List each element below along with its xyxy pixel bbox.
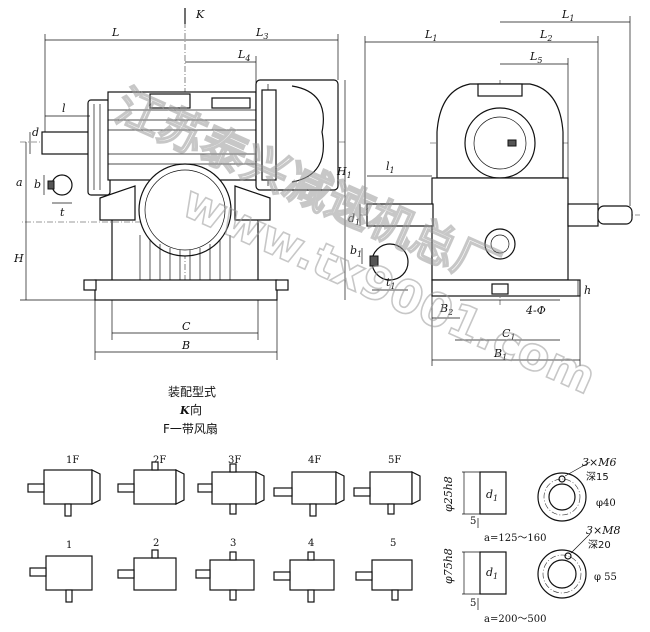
large-pcd: φ 55 [594,572,617,583]
dim-t: t [60,206,65,219]
output-shaft-right [597,205,633,225]
assembly-5F: 5F [353,455,421,515]
lower-ribs [139,235,231,280]
top-vent [149,93,191,109]
svg-text:5F: 5F [388,455,401,466]
dim-L3: L3 [255,26,268,41]
keyway-section [51,174,73,196]
captions: 装配型式 K 向 F一带风扇 [163,385,218,436]
assembly-types-no-fan: 1 2 3 4 5 [29,538,413,603]
shaft-detail-large: φ75h8 d1 5 a=200～500 3×M8 深20 φ 55 [442,524,620,625]
assembly-4: 4 [273,538,335,603]
assembly-4F: 4F [273,455,345,517]
assembly-1F: 1F [27,455,101,517]
dim-L: L [111,26,119,39]
small-holes: 3×M6 [582,456,616,469]
assembly-5: 5 [355,538,413,601]
shaft-detail-small: φ25h8 d1 5 a=125～160 3×M6 深15 φ40 [442,456,616,544]
dim-L4: L4 [237,48,250,63]
dim-b: b [34,178,41,191]
large-shaft-d1: d1 [486,566,498,581]
svg-text:5: 5 [390,538,396,549]
dim-B2: B2 [439,302,453,317]
large-shaft-dia: φ75h8 [442,548,455,584]
assembly-2F: 2F [117,455,185,505]
assembly-3: 3 [195,538,255,601]
dim-b1: b1 [350,244,362,259]
side-flange [464,107,536,179]
worm-wheel-housing [138,163,232,257]
large-shaft-range: a=200～500 [484,614,547,625]
base-plate [94,279,278,301]
dim-B1: B1 [493,347,507,362]
dim-C: C [182,320,191,333]
small-pcd: φ40 [596,498,616,509]
large-hole-depth: 深20 [588,539,611,551]
assembly-title: 装配型式 [168,385,216,399]
k-direction-letter: K [179,404,190,417]
dim-C1: C1 [502,327,516,342]
dim-L1: L1 [424,28,437,43]
assembly-types-with-fan: 1F 2F 3F 4F 5F [27,455,421,517]
dim-L1-right: L1 [561,8,574,23]
dim-K: K [195,8,205,21]
dim-t1: t1 [386,276,396,291]
small-shaft-d1: d1 [486,488,498,503]
input-shaft [41,131,91,155]
dim-B: B [181,339,190,352]
svg-text:3: 3 [230,538,236,549]
svg-text:1F: 1F [66,455,79,466]
small-shaft-depth: 5 [470,516,476,527]
small-shaft-range: a=125～160 [484,533,547,544]
k-direction-text: 向 [190,402,202,417]
dim-a: a [16,176,23,189]
dim-bolt-holes: 4-Φ [525,304,546,317]
small-hole-depth: 深15 [586,471,609,483]
front-dimensions [20,8,346,360]
svg-text:4F: 4F [308,455,321,466]
dim-l: l [62,102,66,115]
assembly-2: 2 [117,538,177,591]
large-holes: 3×M8 [586,524,620,537]
dim-l1: l1 [386,160,395,175]
dim-d: d [32,126,39,139]
assembly-1: 1 [29,540,93,603]
dim-H: H [13,252,24,265]
fan-cap [87,99,111,196]
small-shaft-dia: φ25h8 [442,476,455,512]
dim-L2: L2 [539,28,552,43]
svg-text:4: 4 [308,538,314,549]
dim-L5: L5 [529,50,542,65]
svg-text:2F: 2F [153,455,166,466]
front-view: L K L3 L4 l d a b t H H1 C B [13,8,352,360]
side-dimensions [359,16,631,366]
svg-text:2: 2 [153,538,159,549]
assembly-3F: 3F [197,455,265,515]
fan-note: F一带风扇 [163,421,218,436]
dim-H1: H1 [336,165,352,180]
large-shaft-depth: 5 [470,598,476,609]
dim-d1: d1 [348,212,360,227]
svg-text:1: 1 [66,540,72,551]
svg-text:3F: 3F [228,455,241,466]
side-view: L1 L1 L2 L5 l1 d1 b1 t1 B2 4-Φ h C1 B1 [348,8,640,366]
dim-h: h [584,284,591,297]
output-shaft-left [366,203,434,227]
